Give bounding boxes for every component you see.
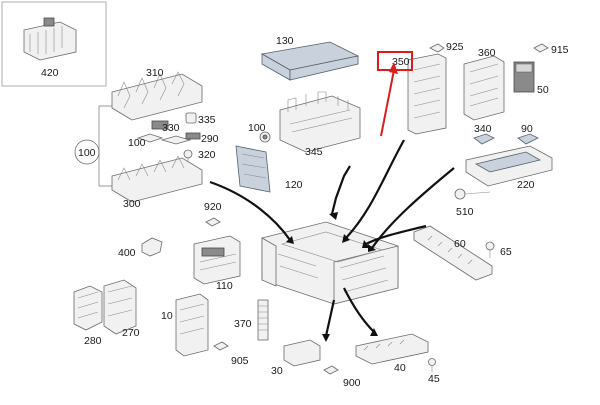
callout-60[interactable]: 60: [454, 238, 466, 250]
callout-100[interactable]: 100: [248, 122, 266, 134]
part-360: 360: [463, 47, 505, 121]
callout-45[interactable]: 45: [428, 373, 440, 385]
callout-330[interactable]: 330: [162, 122, 180, 134]
part-280-270: 280 270: [73, 279, 140, 347]
callout-370[interactable]: 370: [234, 318, 252, 330]
callout-920[interactable]: 920: [204, 201, 222, 213]
callout-510[interactable]: 510: [456, 206, 474, 218]
callout-110[interactable]: 110: [216, 280, 233, 292]
part-100: 100: [248, 122, 271, 143]
part-130: 130: [260, 35, 360, 81]
part-370: 370: [234, 299, 269, 341]
callout-65[interactable]: 65: [500, 246, 512, 258]
part-60: 60: [413, 225, 493, 281]
part-510: 510: [454, 188, 491, 218]
callout-400[interactable]: 400: [118, 247, 136, 259]
part-330-335: 330 335: [151, 112, 216, 134]
callout-290[interactable]: 100: [78, 147, 96, 159]
inset-box-420: 420: [1, 1, 107, 87]
callout-905[interactable]: 905: [231, 355, 249, 367]
callout-310[interactable]: 310: [146, 67, 164, 79]
highlight-arrow: [380, 69, 395, 137]
callout-270[interactable]: 270: [122, 327, 140, 339]
part-300: 300: [111, 155, 203, 210]
callout-280[interactable]: 280: [84, 335, 102, 347]
callout-900[interactable]: 900: [343, 377, 361, 389]
part-225-230: 340 90: [473, 123, 539, 145]
callout-915[interactable]: 915: [551, 44, 569, 56]
callout-420[interactable]: 420: [41, 67, 59, 79]
part-915-50: 915 50: [513, 43, 569, 96]
part-30-900: 30 900: [271, 339, 361, 389]
part-350-925: 925 350: [377, 41, 464, 137]
part-320-345-340: 100 290 320: [128, 132, 219, 164]
callout-335[interactable]: 335: [198, 114, 216, 126]
callout-50[interactable]: 50: [537, 84, 549, 96]
callout-360[interactable]: 360: [478, 47, 496, 59]
part-120: 120: [235, 145, 303, 193]
callout-345[interactable]: 290: [201, 133, 219, 145]
callout-40[interactable]: 40: [394, 362, 406, 374]
callout-130[interactable]: 130: [276, 35, 294, 47]
bracket-290: 100: [74, 105, 112, 187]
callout-925[interactable]: 925: [446, 41, 464, 53]
callout-300[interactable]: 300: [123, 198, 141, 210]
part-90: 345: [279, 91, 361, 158]
callout-10[interactable]: 10: [161, 310, 173, 322]
callout-90[interactable]: 345: [305, 146, 323, 158]
highlight-arrowhead: [389, 62, 398, 74]
part-65: 65: [485, 241, 512, 258]
callout-30[interactable]: 30: [271, 365, 283, 377]
main-housing: [261, 221, 399, 305]
callout-340[interactable]: 320: [198, 149, 216, 161]
part-220: 220: [465, 145, 553, 191]
flow-arrows: [209, 139, 455, 342]
part-920-110: 920 110: [193, 201, 241, 292]
part-10-905: 10 905: [161, 293, 249, 367]
callout-230[interactable]: 90: [521, 123, 533, 135]
callout-220[interactable]: 220: [517, 179, 535, 191]
callout-320[interactable]: 100: [128, 137, 146, 149]
part-40-45: 40 45: [355, 333, 440, 385]
part-400: 400: [118, 237, 163, 259]
callout-350[interactable]: 350: [392, 56, 410, 68]
callout-225[interactable]: 340: [474, 123, 492, 135]
callout-120[interactable]: 120: [285, 179, 303, 191]
part-310: 310: [111, 67, 203, 121]
